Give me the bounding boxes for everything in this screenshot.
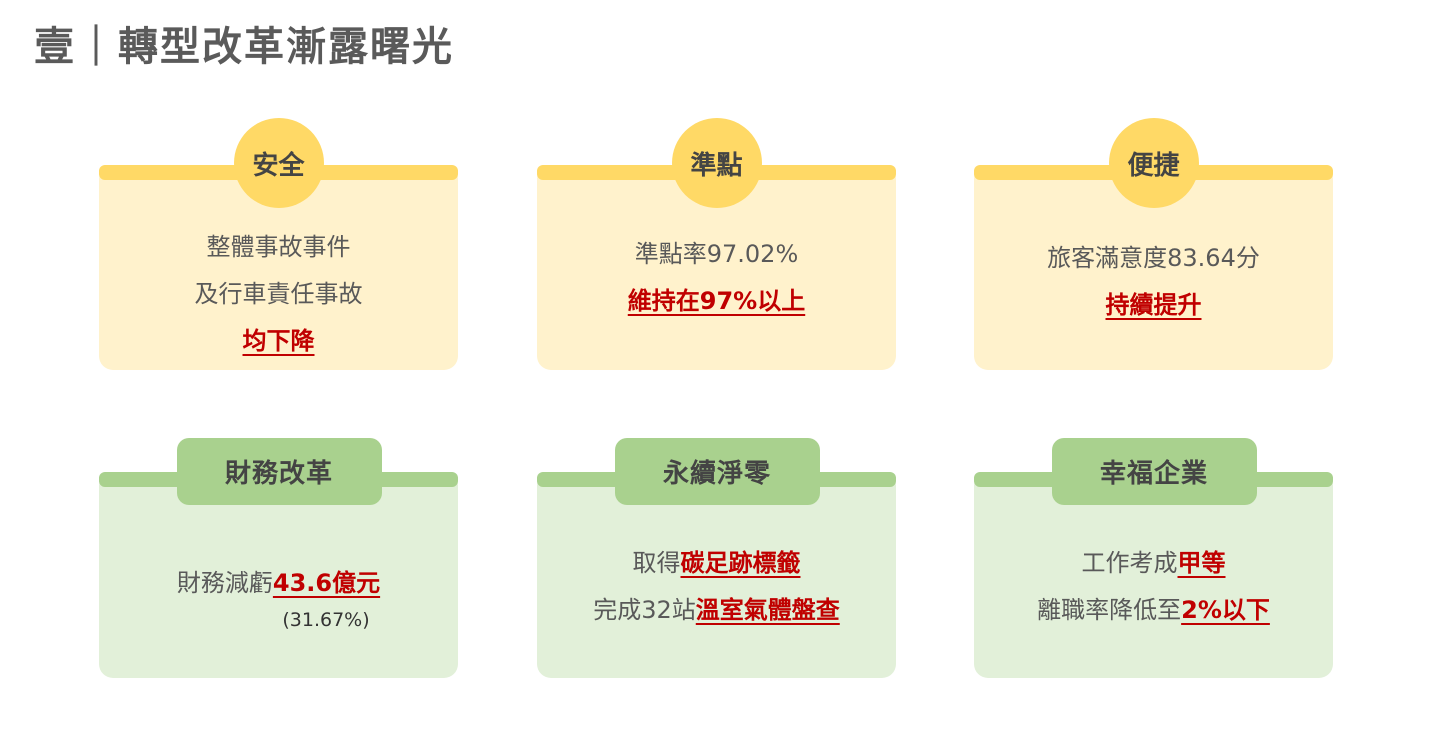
card-safety: 安全 整體事故事件 及行車責任事故 均下降 bbox=[99, 118, 458, 370]
highlight-text: 均下降 bbox=[242, 327, 315, 355]
highlight-text: 43.6億元 bbox=[272, 569, 381, 597]
card-body: 旅客滿意度83.64分 持續提升 bbox=[974, 235, 1333, 329]
highlight-text: 溫室氣體盤查 bbox=[695, 596, 840, 624]
card-line: 旅客滿意度83.64分 bbox=[1047, 244, 1260, 272]
card-line: 準點率97.02% bbox=[634, 240, 799, 268]
card-line: 整體事故事件 bbox=[206, 233, 351, 261]
card-body: 整體事故事件 及行車責任事故 均下降 bbox=[99, 224, 458, 365]
card-label: 準點 bbox=[671, 118, 762, 208]
card-note: (31.67%) bbox=[282, 609, 370, 631]
highlight-text: 甲等 bbox=[1177, 549, 1226, 577]
card-label: 安全 bbox=[233, 118, 324, 208]
card-happy-enterprise: 幸福企業 工作考成甲等 離職率降低至2%以下 bbox=[974, 438, 1333, 678]
card-label: 便捷 bbox=[1108, 118, 1199, 208]
page-title: 壹｜轉型改革漸露曙光 bbox=[34, 24, 454, 70]
card-text: 完成32站 bbox=[593, 596, 696, 624]
card-text: 財務減虧 bbox=[176, 569, 273, 597]
highlight-text: 維持在97%以上 bbox=[627, 287, 806, 315]
card-body: 工作考成甲等 離職率降低至2%以下 bbox=[974, 540, 1333, 634]
card-text: 工作考成 bbox=[1081, 549, 1178, 577]
card-label: 幸福企業 bbox=[1051, 438, 1257, 505]
card-body: 取得碳足跡標籤 完成32站溫室氣體盤查 bbox=[537, 540, 896, 634]
card-line: 及行車責任事故 bbox=[194, 280, 363, 308]
card-body: 財務減虧43.6億元 (31.67%) bbox=[99, 560, 458, 633]
card-finance: 財務改革 財務減虧43.6億元 (31.67%) bbox=[99, 438, 458, 678]
highlight-text: 碳足跡標籤 bbox=[680, 549, 801, 577]
card-label: 永續淨零 bbox=[614, 438, 820, 505]
card-sustainability: 永續淨零 取得碳足跡標籤 完成32站溫室氣體盤查 bbox=[537, 438, 896, 678]
card-label: 財務改革 bbox=[176, 438, 382, 505]
card-text: 離職率降低至 bbox=[1037, 596, 1182, 624]
highlight-text: 持續提升 bbox=[1105, 291, 1202, 319]
card-text: 取得 bbox=[632, 549, 681, 577]
card-convenience: 便捷 旅客滿意度83.64分 持續提升 bbox=[974, 118, 1333, 370]
highlight-text: 2%以下 bbox=[1181, 596, 1270, 624]
card-body: 準點率97.02% 維持在97%以上 bbox=[537, 231, 896, 325]
card-punctuality: 準點 準點率97.02% 維持在97%以上 bbox=[537, 118, 896, 370]
